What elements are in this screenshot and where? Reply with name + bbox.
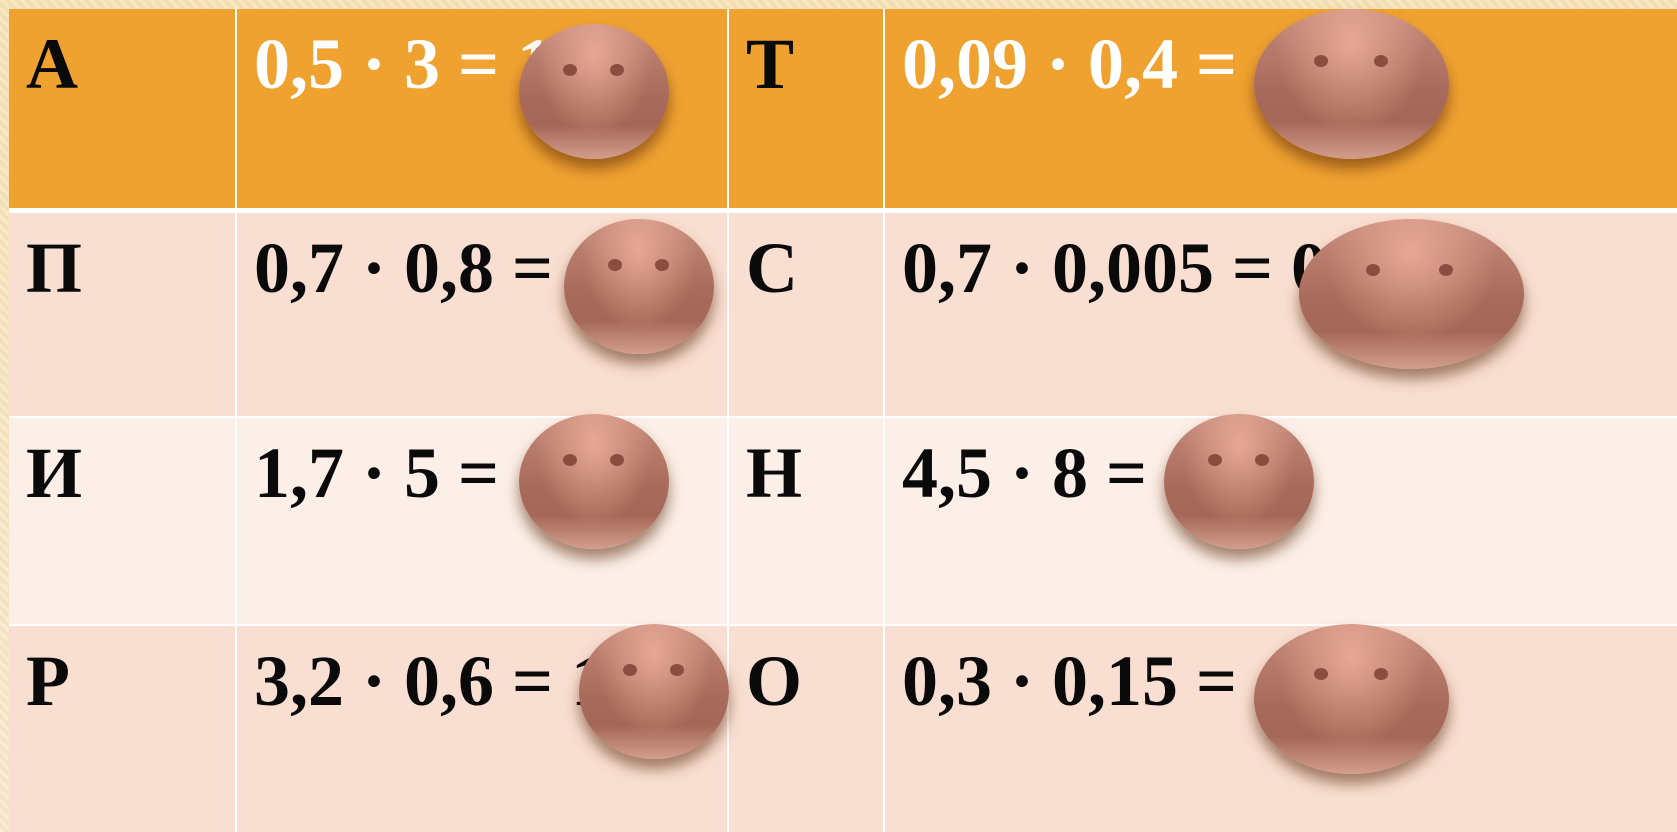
eye-icon <box>563 454 577 466</box>
expression-a: 0,5 · 3 = 1 <box>254 24 554 104</box>
expression-cell: 0,7 · 0,005 = 0,0035 <box>885 213 1677 418</box>
letter-i: И <box>26 433 83 513</box>
face-blob-icon[interactable] <box>519 414 669 549</box>
face-blob-icon[interactable] <box>1254 9 1449 159</box>
eye-icon <box>1255 454 1269 466</box>
eye-icon <box>1208 454 1222 466</box>
expression-r: 3,2 · 0,6 = 1 <box>254 641 608 721</box>
face-blob-icon[interactable] <box>519 24 669 159</box>
eye-icon <box>1374 668 1388 680</box>
letter-t: Т <box>746 24 795 104</box>
letter-cell: Т <box>729 9 885 213</box>
face-blob-icon[interactable] <box>1299 219 1524 369</box>
expression-o: 0,3 · 0,15 = <box>902 641 1238 721</box>
eye-icon <box>610 454 624 466</box>
eye-icon <box>1314 668 1328 680</box>
letter-r: Р <box>26 641 70 721</box>
letter-cell: С <box>729 213 885 418</box>
eye-icon <box>655 259 669 271</box>
expression-i: 1,7 · 5 = <box>254 433 500 513</box>
letter-cell: П <box>9 213 237 418</box>
eye-icon <box>1366 264 1380 276</box>
face-blob-icon[interactable] <box>564 219 714 354</box>
letter-cell: И <box>9 418 237 626</box>
face-blob-icon[interactable] <box>1164 414 1314 549</box>
letter-p: П <box>26 228 83 308</box>
letter-n: Н <box>746 433 803 513</box>
eye-icon <box>670 664 684 676</box>
eye-icon <box>1314 55 1328 67</box>
eye-icon <box>563 64 577 76</box>
letter-o: О <box>746 641 803 721</box>
letter-cell: А <box>9 9 237 213</box>
eye-icon <box>623 664 637 676</box>
expression-n: 4,5 · 8 = <box>902 433 1148 513</box>
letter-s: С <box>746 228 798 308</box>
expression-t: 0,09 · 0,4 = <box>902 24 1238 104</box>
eye-icon <box>1439 264 1453 276</box>
letter-cell: О <box>729 626 885 832</box>
eye-icon <box>608 259 622 271</box>
letter-cell: Н <box>729 418 885 626</box>
letter-a: А <box>26 24 78 104</box>
face-blob-icon[interactable] <box>1254 624 1449 774</box>
face-blob-icon[interactable] <box>579 624 729 759</box>
eye-icon <box>610 64 624 76</box>
eye-icon <box>1374 55 1388 67</box>
letter-cell: Р <box>9 626 237 832</box>
